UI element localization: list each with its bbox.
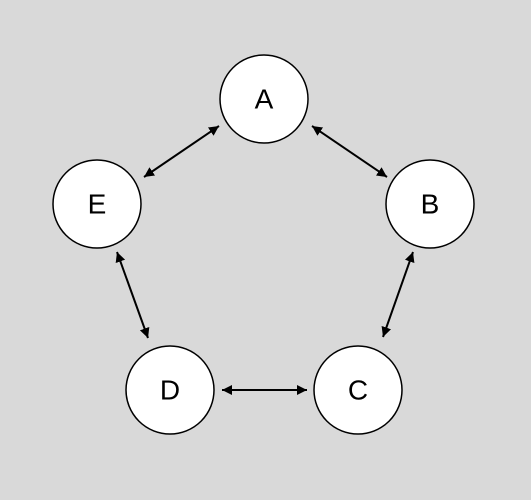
- edge-e-a: [143, 125, 220, 178]
- node-d-circle: [125, 345, 215, 435]
- node-d: D: [125, 345, 215, 435]
- node-e-circle: [52, 159, 142, 249]
- node-a: A: [219, 54, 309, 144]
- node-a-label: A: [255, 84, 274, 115]
- node-b-circle: [385, 159, 475, 249]
- edge-d-e: [115, 251, 150, 339]
- edge-b-c: [381, 251, 415, 338]
- node-e: E: [52, 159, 142, 249]
- edge-a-b: [311, 125, 388, 178]
- node-a-circle: [219, 54, 309, 144]
- node-b-label: B: [421, 189, 440, 220]
- node-c: C: [313, 345, 403, 435]
- node-c-label: C: [348, 375, 368, 406]
- edges-group: [115, 125, 415, 395]
- node-c-circle: [313, 345, 403, 435]
- node-d-label: D: [160, 375, 180, 406]
- node-b: B: [385, 159, 475, 249]
- node-e-label: E: [88, 189, 107, 220]
